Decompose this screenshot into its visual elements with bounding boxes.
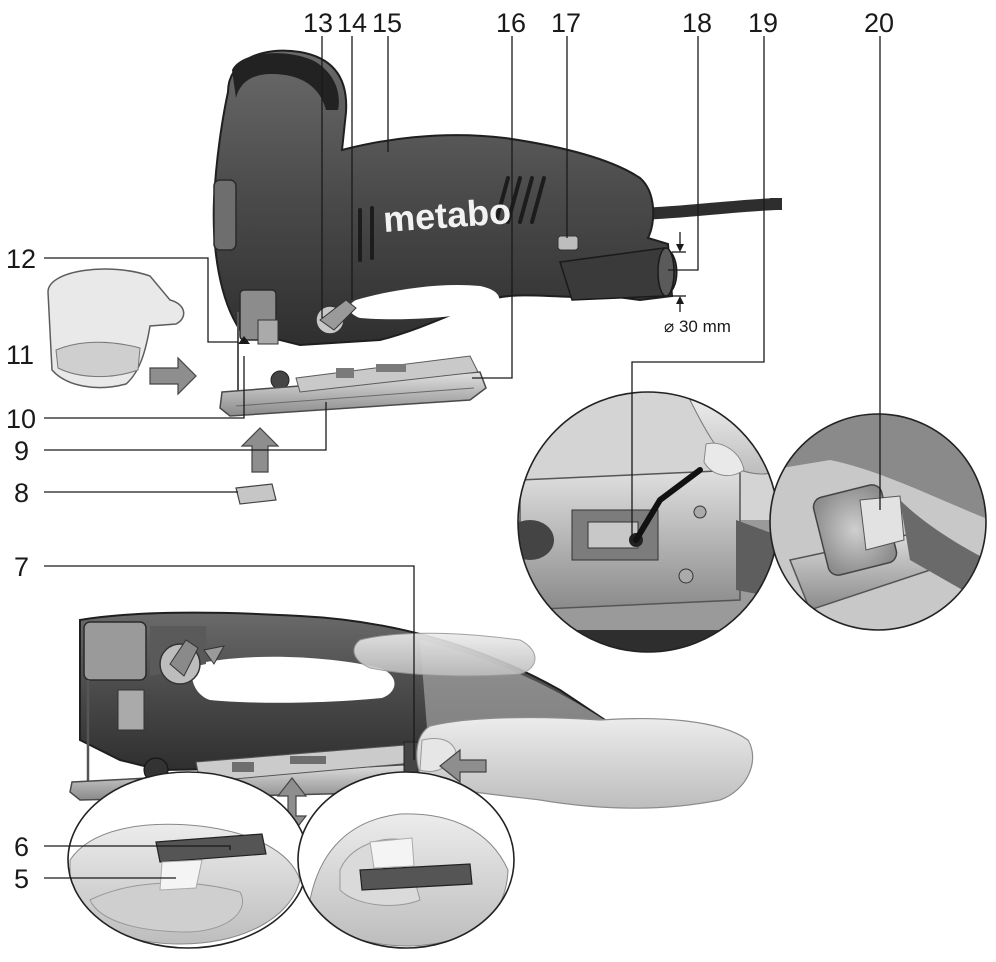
callout-19: 19 [748,8,778,38]
callout-9: 9 [14,436,29,466]
brand-logo: metabo [382,190,513,240]
callout-18: 18 [682,8,712,38]
detail-ellipse-insert-removal [67,771,309,949]
callout-12: 12 [6,244,36,274]
callout-7: 7 [14,552,29,582]
callout-labels: 13 14 15 16 17 18 19 20 12 11 10 9 8 7 6… [6,8,894,894]
jigsaw-top-view: metabo [47,49,782,505]
callout-5: 5 [14,864,29,894]
callout-14: 14 [337,8,367,38]
callout-11: 11 [6,340,34,370]
leader-lines [44,36,881,879]
callout-13: 13 [303,8,333,38]
dimension-label: ⌀ 30 mm [664,317,731,336]
detail-circle-blade-clamp [517,391,779,653]
callout-6: 6 [14,832,29,862]
callout-10: 10 [6,404,36,434]
callout-17: 17 [551,8,581,38]
callout-20: 20 [864,8,894,38]
callout-15: 15 [372,8,402,38]
callout-16: 16 [496,8,526,38]
detail-ellipse-insert-fitting [297,771,515,949]
callout-8: 8 [14,478,29,508]
